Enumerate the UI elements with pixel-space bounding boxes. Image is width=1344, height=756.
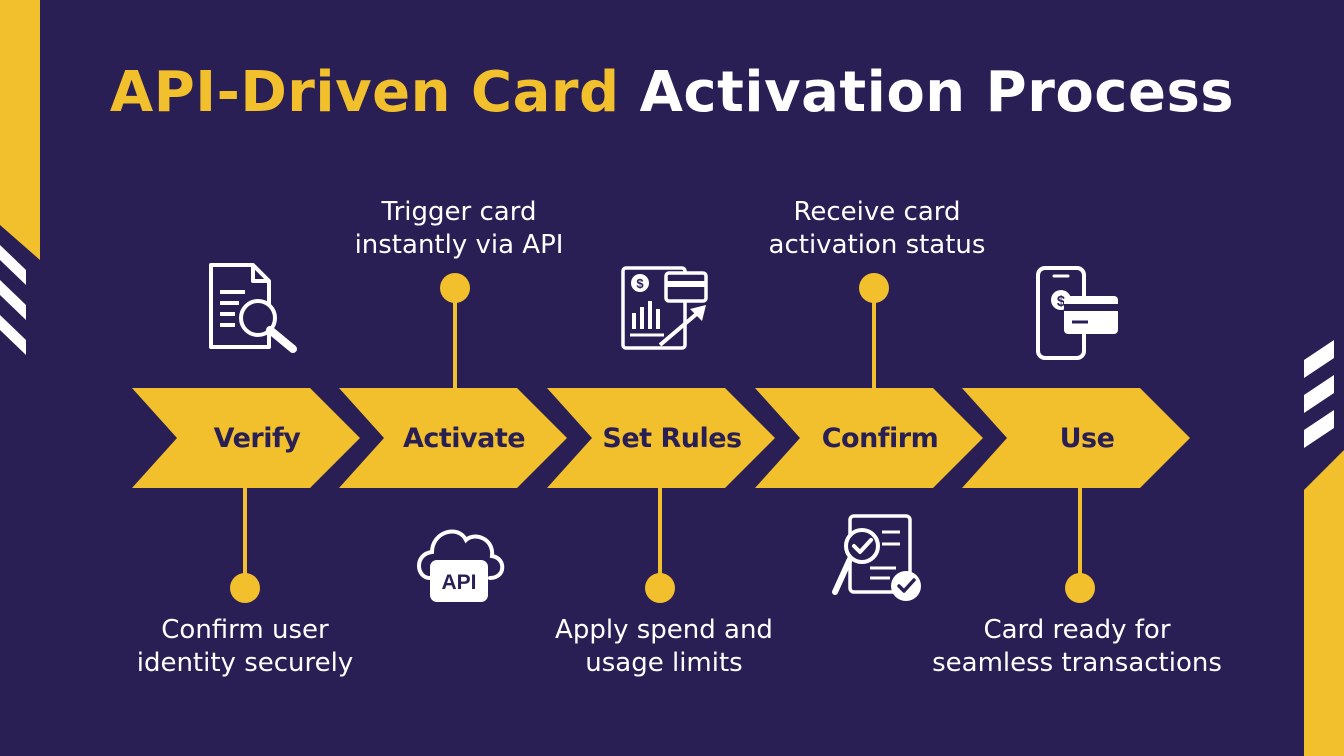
connector-dot — [230, 573, 260, 603]
connector-dot — [859, 273, 889, 303]
connector-line — [243, 488, 247, 588]
step-label: Set Rules — [602, 422, 742, 454]
connector-line — [453, 288, 457, 388]
description-line: Trigger card — [381, 197, 537, 227]
left-decoration — [0, 0, 40, 355]
api-cloud-icon: API — [417, 529, 505, 602]
verify-description: Confirm user identity securely — [105, 614, 385, 680]
connector-line — [872, 288, 876, 388]
document-check-icon — [832, 514, 921, 601]
phone-card-icon: $ — [1036, 266, 1118, 360]
connector-line — [658, 488, 662, 588]
description-line: Card ready for — [983, 615, 1171, 645]
step-activate: Activate — [339, 388, 567, 488]
chevron-shape — [339, 388, 567, 488]
dollar-text: $ — [1057, 293, 1066, 310]
description-line: seamless transactions — [932, 648, 1222, 678]
description-line: identity securely — [136, 648, 354, 678]
connector-dot — [440, 273, 470, 303]
connector-dot — [1065, 573, 1095, 603]
chevron-shape — [547, 388, 775, 488]
description-line: activation status — [768, 230, 986, 260]
step-use: Use — [962, 388, 1190, 488]
description-line: instantly via API — [354, 230, 564, 260]
activate-description: Trigger card instantly via API — [319, 196, 599, 262]
connector-line — [1078, 488, 1082, 588]
chevron-shape — [962, 388, 1190, 488]
step-label: Use — [1059, 422, 1115, 454]
use-description: Card ready for seamless transactions — [917, 614, 1237, 680]
right-decoration — [1304, 340, 1344, 756]
step-confirm: Confirm — [755, 388, 983, 488]
chevron-shape — [755, 388, 983, 488]
description-line: usage limits — [585, 648, 743, 678]
connector-dot — [645, 573, 675, 603]
finance-rules-icon: $ — [621, 266, 708, 350]
set-rules-description: Apply spend and usage limits — [524, 614, 804, 680]
api-text: API — [441, 571, 476, 594]
dollar-text: $ — [636, 276, 644, 291]
step-label: Verify — [213, 422, 301, 454]
confirm-description: Receive card activation status — [737, 196, 1017, 262]
step-label: Confirm — [821, 422, 939, 454]
step-label: Activate — [402, 422, 526, 454]
step-set-rules: Set Rules — [547, 388, 775, 488]
description-line: Apply spend and — [555, 615, 773, 645]
title-highlight: API-Driven Card — [109, 60, 620, 125]
step-verify: Verify — [132, 388, 360, 488]
title-rest: Activation Process — [639, 60, 1235, 125]
description-line: Confirm user — [161, 615, 329, 645]
description-line: Receive card — [793, 197, 961, 227]
chevron-shape — [132, 388, 360, 488]
page-title: API-Driven Card Activation Process — [0, 58, 1344, 128]
document-search-icon — [209, 263, 297, 353]
